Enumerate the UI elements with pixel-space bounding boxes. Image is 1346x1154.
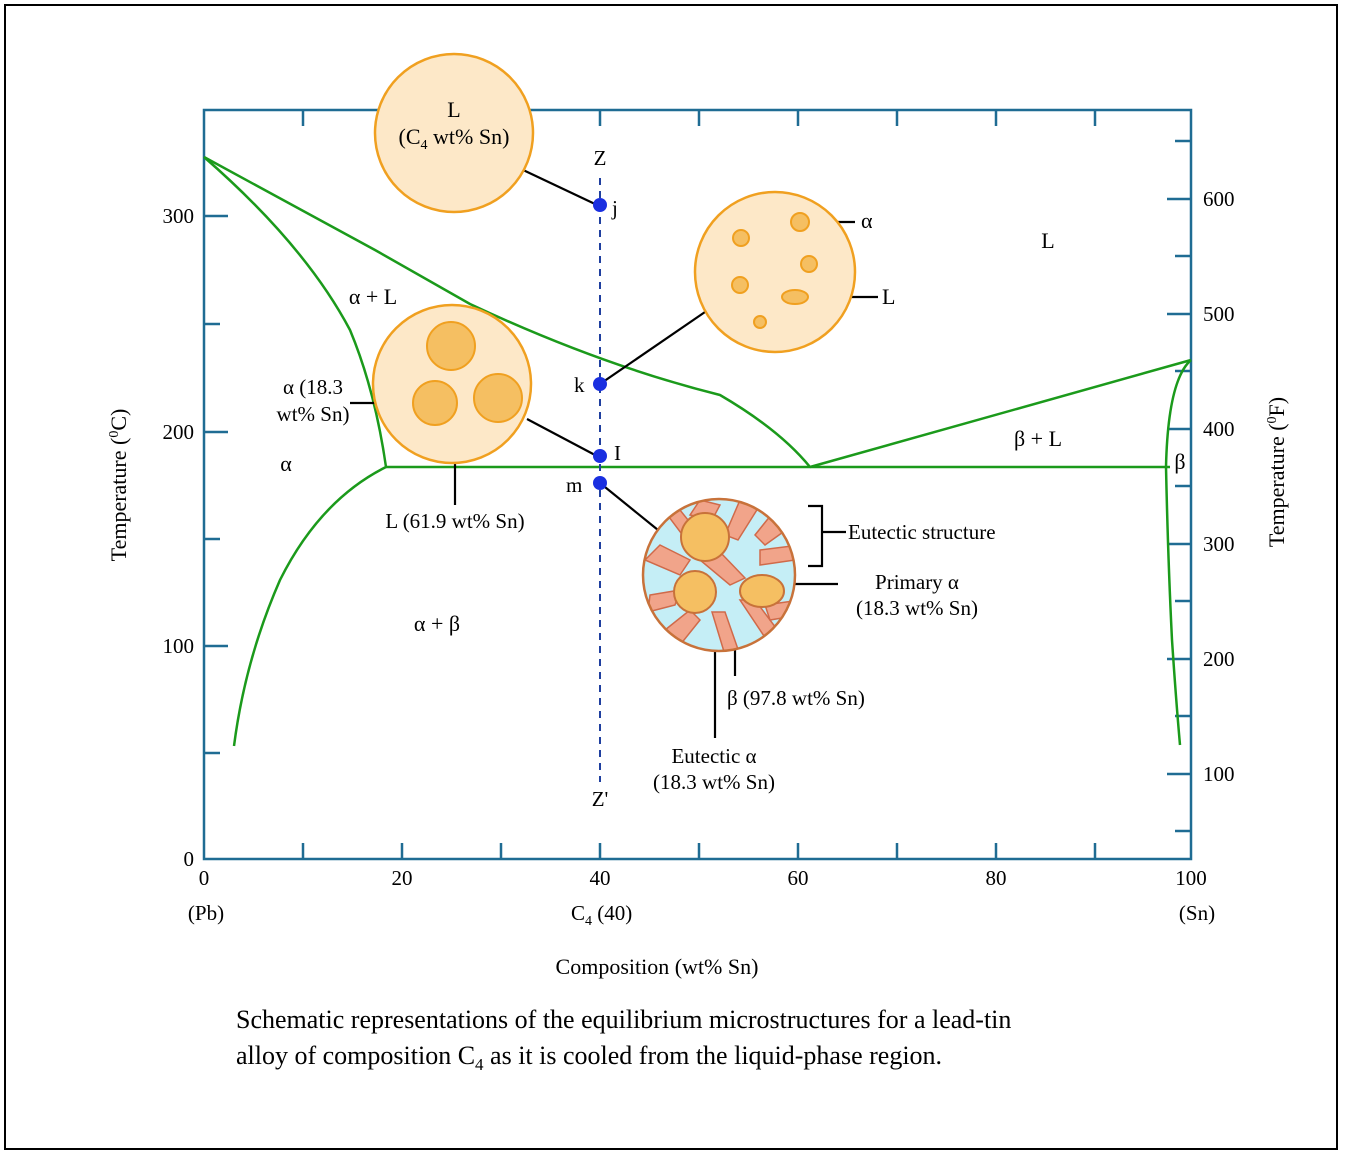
label-point-k: k (574, 373, 585, 397)
x-tick-label: 80 (986, 866, 1007, 890)
point-j (593, 198, 607, 212)
solvus-alpha (232, 465, 387, 747)
x-tick-label: 60 (788, 866, 809, 890)
x-axis-left-end: (Pb) (188, 901, 224, 925)
label-point-j: j (611, 196, 618, 220)
c4-label: C4 (40) (571, 901, 632, 929)
y-right-tick-label: 300 (1203, 532, 1235, 556)
caption-line-1: Schematic representations of the equilib… (236, 1005, 1012, 1034)
region-alpha-liquid: α + L (349, 284, 397, 309)
liquidus-right (809, 358, 1192, 469)
alpha-particle (781, 289, 809, 305)
y-right-tick-label: 500 (1203, 302, 1235, 326)
cooling-points (593, 198, 607, 490)
micro-l-liquid-label: L (61.9 wt% Sn) (385, 509, 524, 533)
y-right-tick-label: 100 (1203, 762, 1235, 786)
region-beta: β (1174, 449, 1185, 474)
micro-m-labels: Eutectic structure Primary α (18.3 wt% S… (653, 520, 995, 794)
eutectic-alpha-label-1: Eutectic α (671, 744, 756, 768)
micro-l-labels: α (18.3 wt% Sn) L (61.9 wt% Sn) (277, 375, 525, 533)
x-tick-label: 100 (1175, 866, 1207, 890)
y-left-axis-label: Temperature (0C) (106, 409, 131, 562)
eutectic-alpha-grain (673, 570, 717, 614)
x-axis-right-end: (Sn) (1179, 901, 1215, 925)
y-right-tick-label: 200 (1203, 647, 1235, 671)
y-right-axis-label: Temperature (0F) (1264, 397, 1289, 547)
y-tick-label: 100 (163, 634, 195, 658)
alpha-particle (731, 276, 749, 294)
x-tick-labels: 0 20 40 60 80 100 (Pb) (Sn) C4 (40) (188, 866, 1215, 929)
y-tick-label: 200 (163, 420, 195, 444)
y-left-tick-labels: 300 200 100 0 (163, 204, 195, 871)
primary-alpha-grain (739, 574, 785, 608)
x-tick-label: 20 (392, 866, 413, 890)
point-l (593, 449, 607, 463)
primary-alpha-label-1: Primary α (875, 570, 959, 594)
plot-frame (202, 108, 1193, 861)
microstructure-k (693, 190, 857, 354)
caption-line-2: alloy of composition C4 as it is cooled … (236, 1041, 943, 1075)
label-point-m: m (566, 473, 582, 497)
y-left-ticks (204, 214, 228, 755)
label-z-prime: Z' (592, 787, 609, 811)
y-right-tick-labels: 600 500 400 300 200 100 (1203, 187, 1235, 786)
alpha-grain (426, 321, 476, 371)
leader-lines (350, 168, 878, 738)
x-tick-label: 0 (199, 866, 210, 890)
micro-l-alpha-label-2: wt% Sn) (277, 402, 350, 426)
point-k (593, 377, 607, 391)
region-liquid: L (1041, 228, 1054, 253)
x-axis-label: Composition (wt% Sn) (556, 954, 759, 979)
y-tick-label: 0 (184, 847, 195, 871)
y-tick-label: 300 (163, 204, 195, 228)
point-m (593, 476, 607, 490)
alpha-particle (732, 229, 750, 247)
micro-j-labels: L (C4 wt% Sn) (399, 97, 510, 153)
solvus-beta (1164, 466, 1182, 746)
micro-k-labels: α L (861, 208, 895, 309)
region-alpha: α (280, 451, 292, 476)
y-right-tick-label: 400 (1203, 417, 1235, 441)
region-beta-liquid: β + L (1014, 426, 1062, 451)
label-point-l: I (614, 441, 621, 465)
region-alpha-beta: α + β (414, 611, 460, 636)
alpha-grain (473, 373, 523, 423)
figure-caption: Schematic representations of the equilib… (236, 1002, 1256, 1083)
eutectic-alpha-grain (680, 512, 730, 562)
liquidus-left (203, 155, 811, 468)
y-right-ticks (1167, 139, 1191, 833)
micro-j-liquid-label: L (447, 97, 460, 122)
alpha-particle (753, 315, 767, 329)
micro-j-composition-label: (C4 wt% Sn) (399, 124, 510, 153)
path-labels: Z Z' j k I m (566, 146, 621, 811)
primary-alpha-label-2: (18.3 wt% Sn) (856, 596, 978, 620)
alpha-particle (800, 255, 818, 273)
alpha-grain (412, 380, 458, 426)
x-tick-label: 40 (590, 866, 611, 890)
solidus-beta (1164, 359, 1192, 468)
y-right-tick-label: 600 (1203, 187, 1235, 211)
eutectic-structure-label: Eutectic structure (848, 520, 996, 544)
microstructure-l (371, 303, 533, 465)
microstructure-j (373, 52, 535, 214)
micro-l-alpha-label-1: α (18.3 (283, 375, 343, 399)
label-z: Z (594, 146, 607, 170)
region-labels: L α + L α α + β β + L β (280, 228, 1185, 636)
micro-k-liquid-label: L (882, 284, 895, 309)
microstructure-m (641, 497, 797, 653)
solidus-alpha (203, 156, 388, 468)
alpha-particle (790, 212, 810, 232)
figure-frame (4, 4, 1338, 1150)
eutectic-alpha-label-2: (18.3 wt% Sn) (653, 770, 775, 794)
phase-boundaries (203, 155, 1192, 747)
beta-label: β (97.8 wt% Sn) (727, 686, 865, 710)
micro-k-alpha-label: α (861, 208, 873, 233)
